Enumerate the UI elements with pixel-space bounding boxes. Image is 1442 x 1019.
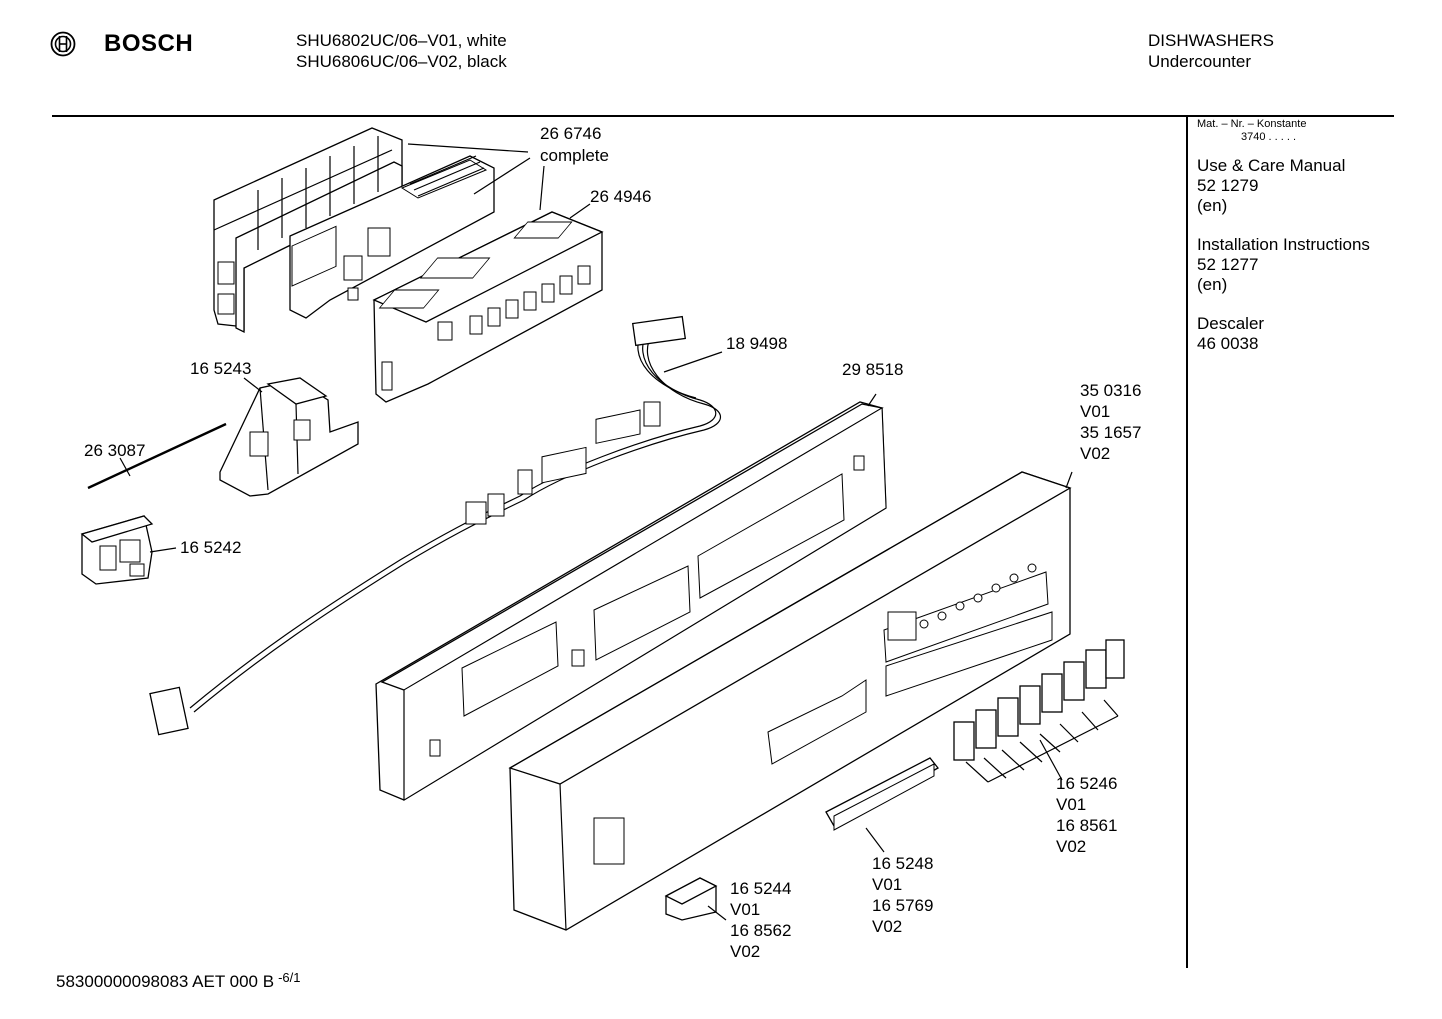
callout-189498: 18 9498 — [726, 334, 787, 353]
header-rule — [52, 115, 1394, 117]
callout-165242: 16 5242 — [180, 538, 241, 557]
indicator-dots — [919, 563, 1037, 629]
callout-165246-line3: 16 8561 — [1056, 816, 1117, 835]
indicator-strip-part — [825, 757, 939, 831]
doc-number: 52 1279 — [1197, 176, 1259, 195]
callout-165248-line4: V02 — [872, 917, 902, 936]
footer-doc-id: 58300000098083 AET 000 B-6/1 — [56, 970, 300, 992]
product-category: DISHWASHERS Undercounter — [1148, 30, 1274, 72]
panel-frame-part — [375, 401, 887, 801]
harness-connectors — [465, 401, 661, 525]
callout-165244-line3: 16 8562 — [730, 921, 791, 940]
page-number: -6/1 — [278, 970, 301, 985]
callout-165243: 16 5243 — [190, 359, 251, 378]
category-line-2: Undercounter — [1148, 52, 1252, 71]
callout-350316-line3: 35 1657 — [1080, 423, 1141, 442]
model-list: SHU6802UC/06–V01, white SHU6806UC/06–V02… — [296, 30, 507, 72]
category-line-1: DISHWASHERS — [1148, 31, 1274, 50]
callout-165244-line4: V02 — [730, 942, 760, 961]
callout-263087: 26 3087 — [84, 441, 145, 460]
model-line-2: SHU6806UC/06–V02, black — [296, 52, 507, 71]
doc-title: Descaler — [1197, 314, 1265, 333]
doc-number: 52 1277 — [1197, 255, 1259, 274]
switch-block-part — [80, 515, 154, 585]
brand: BOSCH — [50, 30, 193, 58]
front-facia-part — [508, 471, 1072, 931]
bosch-logo-icon — [50, 31, 76, 57]
latch-housing-part — [219, 377, 359, 497]
switch-board-part — [372, 211, 604, 403]
doc-title: Installation Instructions — [1197, 235, 1370, 254]
callout-165246-line2: V01 — [1056, 795, 1086, 814]
doc-lang: (en) — [1197, 275, 1228, 294]
rod-part — [87, 422, 227, 490]
doc-installation: Installation Instructions 52 1277 (en) — [1197, 235, 1370, 295]
doc-descaler: Descaler 46 0038 — [1197, 314, 1370, 354]
leader-lines — [119, 143, 1119, 921]
callout-165248-line2: V01 — [872, 875, 902, 894]
doc-title: Use & Care Manual — [1197, 156, 1346, 175]
callout-165244-line2: V01 — [730, 900, 760, 919]
callout-266746: 26 6746 — [540, 124, 601, 143]
mat-nr-label: Mat. – Nr. – Konstante — [1197, 118, 1307, 130]
doc-id: 58300000098083 AET 000 B — [56, 972, 275, 991]
brand-name: BOSCH — [104, 30, 194, 57]
sidebar: Mat. – Nr. – Konstante 3740 . . . . . Us… — [1197, 118, 1370, 354]
callout-264946: 26 4946 — [590, 187, 651, 206]
sidebar-rule — [1186, 116, 1188, 968]
callout-350316-line2: V01 — [1080, 402, 1110, 421]
doc-use-care: Use & Care Manual 52 1279 (en) — [1197, 156, 1370, 216]
mat-nr-value: 3740 . . . . . — [1241, 131, 1297, 143]
callout-298518: 29 8518 — [842, 360, 903, 379]
callout-165246-line1: 16 5246 — [1056, 774, 1117, 793]
switch-buttons — [469, 265, 591, 335]
circuit-board-part — [289, 155, 495, 319]
callout-165246-line4: V02 — [1056, 837, 1086, 856]
callout-165248-line3: 16 5769 — [872, 896, 933, 915]
callout-350316-line1: 35 0316 — [1080, 381, 1141, 400]
model-line-1: SHU6802UC/06–V01, white — [296, 31, 507, 50]
doc-lang: (en) — [1197, 196, 1228, 215]
callout-350316-line4: V02 — [1080, 444, 1110, 463]
push-buttons-part — [953, 639, 1125, 761]
doc-number: 46 0038 — [1197, 334, 1259, 353]
callout-266746-note: complete — [540, 146, 609, 165]
knob-cap-part — [664, 877, 718, 921]
callout-165248-line1: 16 5248 — [872, 854, 933, 873]
callout-165244-line1: 16 5244 — [730, 879, 791, 898]
wire-harness-part — [149, 315, 722, 736]
